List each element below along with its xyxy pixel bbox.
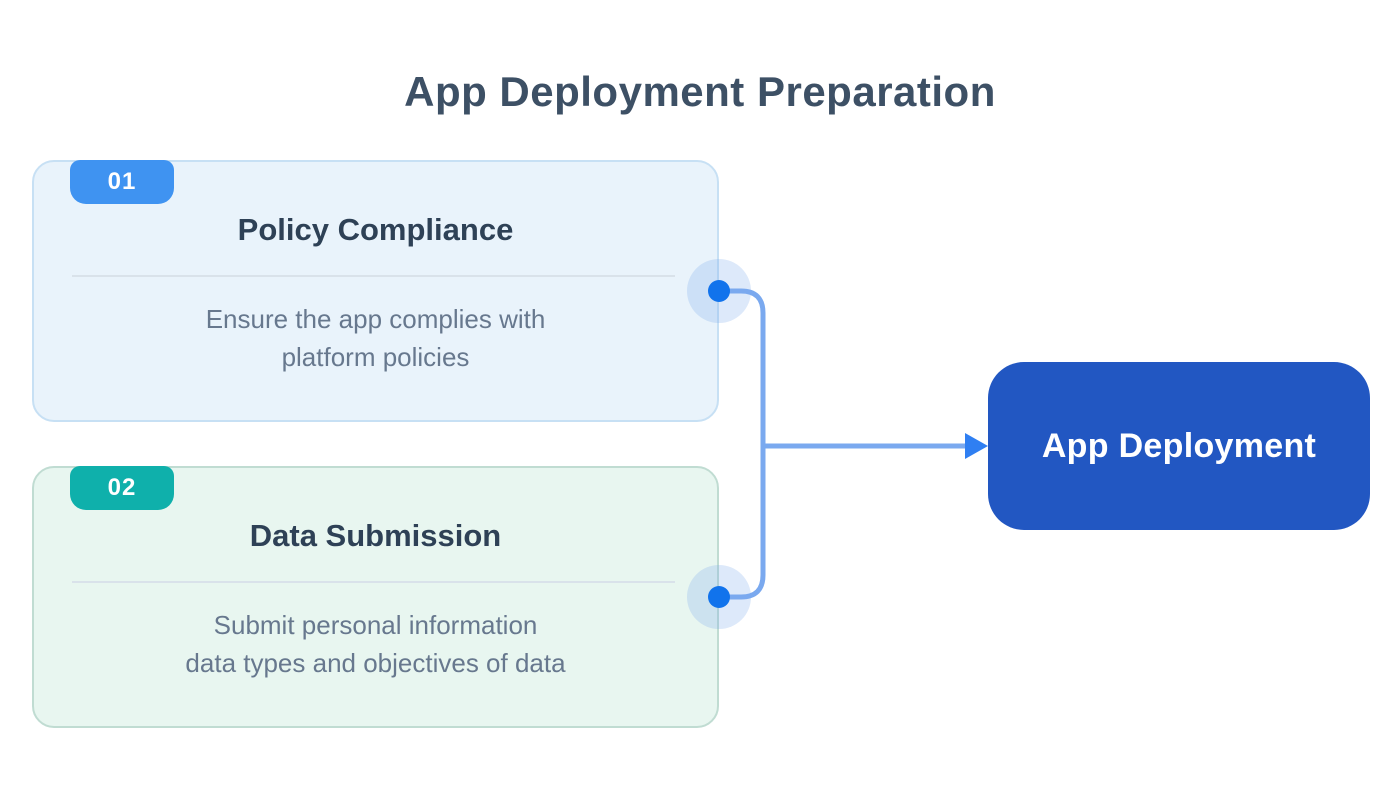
page-title: App Deployment Preparation (404, 68, 996, 115)
card-divider (72, 275, 675, 277)
card-body-line: Submit personal information (213, 610, 538, 640)
card-title: Data Submission (249, 518, 502, 553)
step-number-badge: 02 (70, 466, 174, 510)
card-body-line: data types and objectives of data (185, 648, 566, 678)
card-body-line: Ensure the app complies with (205, 304, 546, 334)
step-number-badge: 01 (70, 160, 174, 204)
card-body-text: Submit personal information data types a… (34, 606, 717, 682)
card-divider (72, 581, 675, 583)
card-body-text: Ensure the app complies with platform po… (34, 300, 717, 376)
card-body-line: platform policies (281, 342, 470, 372)
connector-merge-path (716, 288, 766, 600)
step-card-data-submission: 02 Data Submission Submit personal infor… (32, 466, 719, 728)
card-title: Policy Compliance (237, 212, 514, 247)
result-node-label: App Deployment (1041, 426, 1317, 465)
arrowhead-icon (965, 433, 988, 459)
step-card-policy-compliance: 01 Policy Compliance Ensure the app comp… (32, 160, 719, 422)
result-node-app-deployment: App Deployment (988, 362, 1370, 530)
